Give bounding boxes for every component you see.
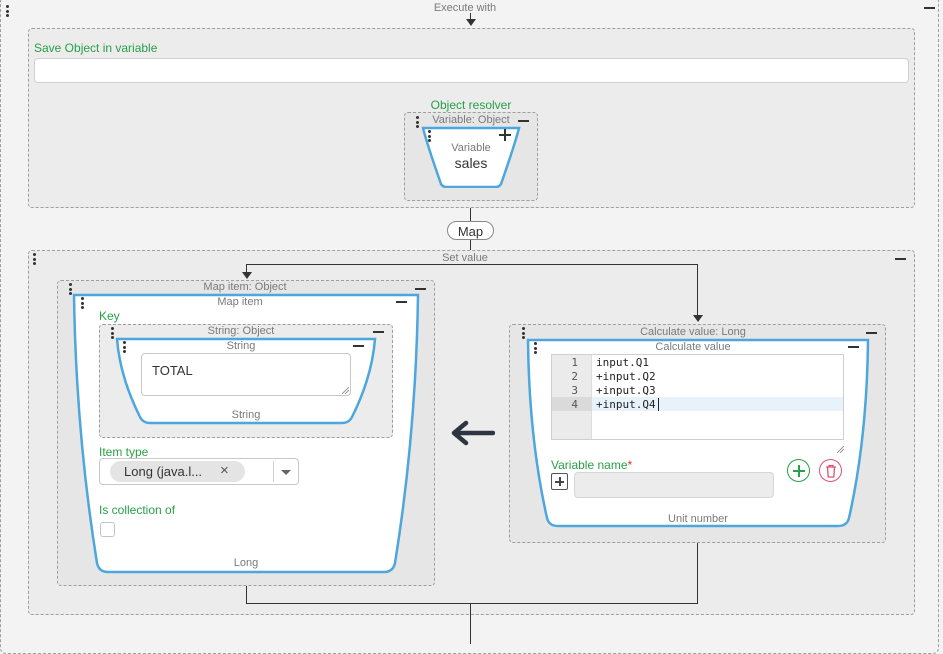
- chevron-down-icon[interactable]: [281, 470, 291, 475]
- string-inner-label: String: [226, 340, 256, 352]
- calculate-outer-label: Calculate value: Long: [640, 326, 746, 338]
- map-item-footer: Long: [233, 557, 259, 569]
- connector-line: [470, 13, 471, 23]
- save-object-label: Save Object in variable: [34, 41, 158, 55]
- set-value-drag-handle[interactable]: [33, 253, 37, 267]
- map-item-inner-drag-handle[interactable]: [81, 297, 85, 311]
- variable-inner-drag-handle[interactable]: [428, 130, 432, 144]
- connector-line: [246, 264, 698, 265]
- connector-line: [470, 603, 471, 644]
- string-outer-collapse-button[interactable]: [373, 331, 384, 333]
- variable-collapse-button[interactable]: [518, 120, 529, 122]
- text-cursor: [658, 398, 659, 411]
- line-number: 1: [571, 356, 578, 369]
- string-inner-collapse-button[interactable]: [353, 345, 364, 347]
- connector-line: [470, 208, 471, 222]
- calculate-drag-handle[interactable]: [522, 327, 526, 341]
- line-number: 4: [571, 398, 578, 411]
- variable-name-label: Variable name*: [551, 458, 632, 472]
- connector-line: [246, 264, 247, 276]
- save-object-input[interactable]: [34, 58, 909, 83]
- calculate-outer-collapse-button[interactable]: [866, 332, 877, 334]
- calculate-inner-collapse-button[interactable]: [848, 346, 859, 348]
- code-line: +input.Q3: [596, 384, 656, 397]
- execute-with-collapse-button[interactable]: [924, 7, 935, 9]
- trash-icon: [826, 464, 836, 478]
- expand-variable-icon[interactable]: [551, 473, 568, 490]
- map-item-outer-collapse-button[interactable]: [415, 288, 426, 290]
- variable-block-shape: [421, 126, 521, 188]
- active-gutter-highlight: [552, 397, 592, 411]
- calculate-inner-label: Calculate value: [655, 341, 731, 353]
- line-number: 3: [571, 384, 578, 397]
- resize-handle-icon[interactable]: [342, 387, 349, 394]
- dropdown-divider: [273, 461, 274, 482]
- map-item-outer-label: Map item: Object: [203, 281, 287, 293]
- variable-box-label: Variable: Object: [432, 114, 510, 126]
- connector-line: [246, 586, 247, 603]
- variable-add-icon[interactable]: [499, 129, 511, 141]
- code-line: input.Q1: [596, 356, 649, 369]
- line-number: 2: [571, 370, 578, 383]
- connector-line: [470, 240, 471, 252]
- item-type-label: Item type: [99, 445, 149, 459]
- variable-value[interactable]: sales: [454, 155, 488, 171]
- item-type-chip-label: Long (java.l...: [124, 464, 203, 479]
- calculate-footer: Unit number: [668, 513, 728, 525]
- add-variable-button[interactable]: [787, 459, 810, 482]
- active-line-highlight: [552, 397, 843, 411]
- connector-arrow: [693, 315, 703, 322]
- connector-line: [697, 543, 698, 603]
- connector-line: [697, 264, 698, 316]
- code-line: +input.Q4: [596, 398, 656, 411]
- is-collection-label: Is collection of: [99, 503, 176, 517]
- arrow-left-icon: [451, 420, 495, 446]
- map-item-inner-collapse-button[interactable]: [396, 301, 407, 303]
- string-footer: String: [231, 409, 261, 421]
- delete-variable-button[interactable]: [819, 459, 842, 482]
- required-mark: *: [627, 458, 633, 472]
- map-chip[interactable]: Map: [447, 221, 494, 240]
- item-type-chip[interactable]: [110, 461, 245, 482]
- code-line: +input.Q2: [596, 370, 656, 383]
- connector-arrow: [242, 272, 252, 279]
- key-label: Key: [99, 309, 120, 323]
- remove-chip-icon[interactable]: ×: [220, 462, 229, 479]
- variable-type-text: Variable: [451, 142, 491, 154]
- object-resolver-label: Object resolver: [430, 98, 512, 112]
- connector-arrow: [466, 19, 476, 26]
- string-box-label: String: Object: [207, 325, 275, 337]
- connector-line: [246, 603, 698, 604]
- set-value-collapse-button[interactable]: [895, 258, 906, 260]
- is-collection-checkbox[interactable]: [100, 522, 115, 537]
- string-inner-drag-handle[interactable]: [123, 341, 127, 355]
- execute-with-label: Execute with: [433, 2, 497, 14]
- resize-handle-icon[interactable]: [837, 446, 844, 453]
- variable-name-input[interactable]: [574, 472, 774, 498]
- variable-name-text: Variable name: [551, 458, 628, 472]
- string-value-textarea[interactable]: TOTAL: [141, 353, 351, 396]
- execute-with-drag-handle[interactable]: [6, 5, 10, 19]
- calculate-inner-drag-handle[interactable]: [534, 342, 538, 356]
- map-item-drag-handle[interactable]: [69, 283, 73, 297]
- map-item-inner-label: Map item: [217, 296, 263, 308]
- string-drag-handle[interactable]: [111, 327, 115, 341]
- variable-drag-handle[interactable]: [416, 116, 420, 130]
- set-value-label: Set value: [442, 252, 488, 264]
